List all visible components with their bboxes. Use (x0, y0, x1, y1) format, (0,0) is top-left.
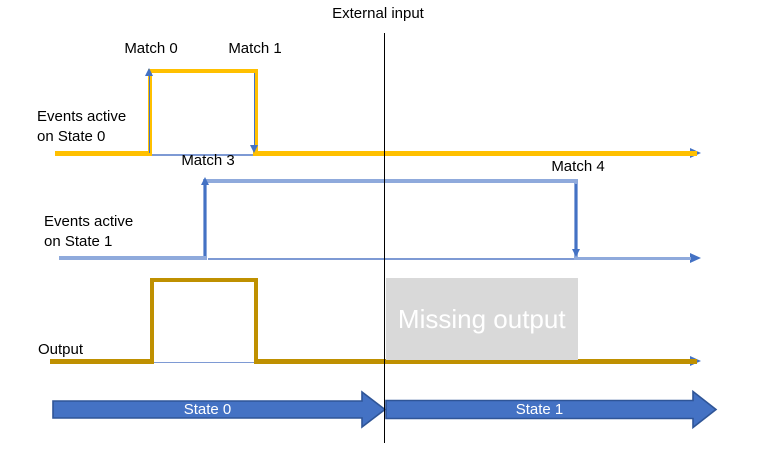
match0-rise-marker (148, 75, 151, 153)
row-label-events-state0-line2: on State 0 (37, 128, 106, 145)
state0-arrow-label: State 0 (183, 401, 232, 418)
missing-output-box: Missing output (385, 278, 578, 360)
row-label-output: Output (38, 341, 84, 358)
missing-output-label: Missing output (397, 303, 566, 334)
state0-signal-baseline-left (55, 151, 150, 156)
state0-signal-baseline-right (253, 151, 697, 156)
match4-label: Match 4 (551, 158, 605, 175)
state1-arrow-shape (385, 389, 718, 430)
state1-signal-baseline-right (578, 256, 691, 260)
external-input-line (383, 33, 386, 443)
row-label-events-state1-line1: Events active (44, 213, 134, 230)
state1-signal-baseline-left (59, 256, 203, 260)
external-input-label: External input (332, 5, 424, 22)
match0-label: Match 0 (124, 40, 178, 57)
match3-up-arrow-icon (200, 177, 209, 185)
output-baseline-marker-line (154, 361, 254, 363)
match3-rise-marker (204, 184, 206, 256)
match1-fall-marker (253, 73, 256, 145)
output-signal-baseline-right (254, 359, 697, 364)
row-label-events-state0: Events active on State 0 (37, 107, 126, 147)
match0-up-arrow-icon (144, 68, 153, 76)
match1-label: Match 1 (228, 40, 282, 57)
row-label-events-state0-line1: Events active (37, 108, 127, 125)
state1-arrow-label: State 1 (515, 401, 564, 418)
row-label-events-state1-line2: on State 1 (44, 233, 113, 250)
state1-baseline-marker-line (208, 258, 576, 260)
match1-down-arrow-icon (249, 145, 258, 153)
match3-label: Match 3 (181, 152, 235, 169)
match4-fall-marker (575, 184, 577, 249)
state1-signal-arrowhead-icon (690, 252, 701, 263)
output-signal-baseline-left (50, 359, 152, 364)
row-label-events-state1: Events active on State 1 (44, 212, 133, 252)
state0-arrow-shape (52, 390, 387, 429)
state0-baseline-marker-line (152, 154, 254, 156)
output-signal-pulse (150, 278, 258, 364)
match4-down-arrow-icon (571, 249, 580, 257)
